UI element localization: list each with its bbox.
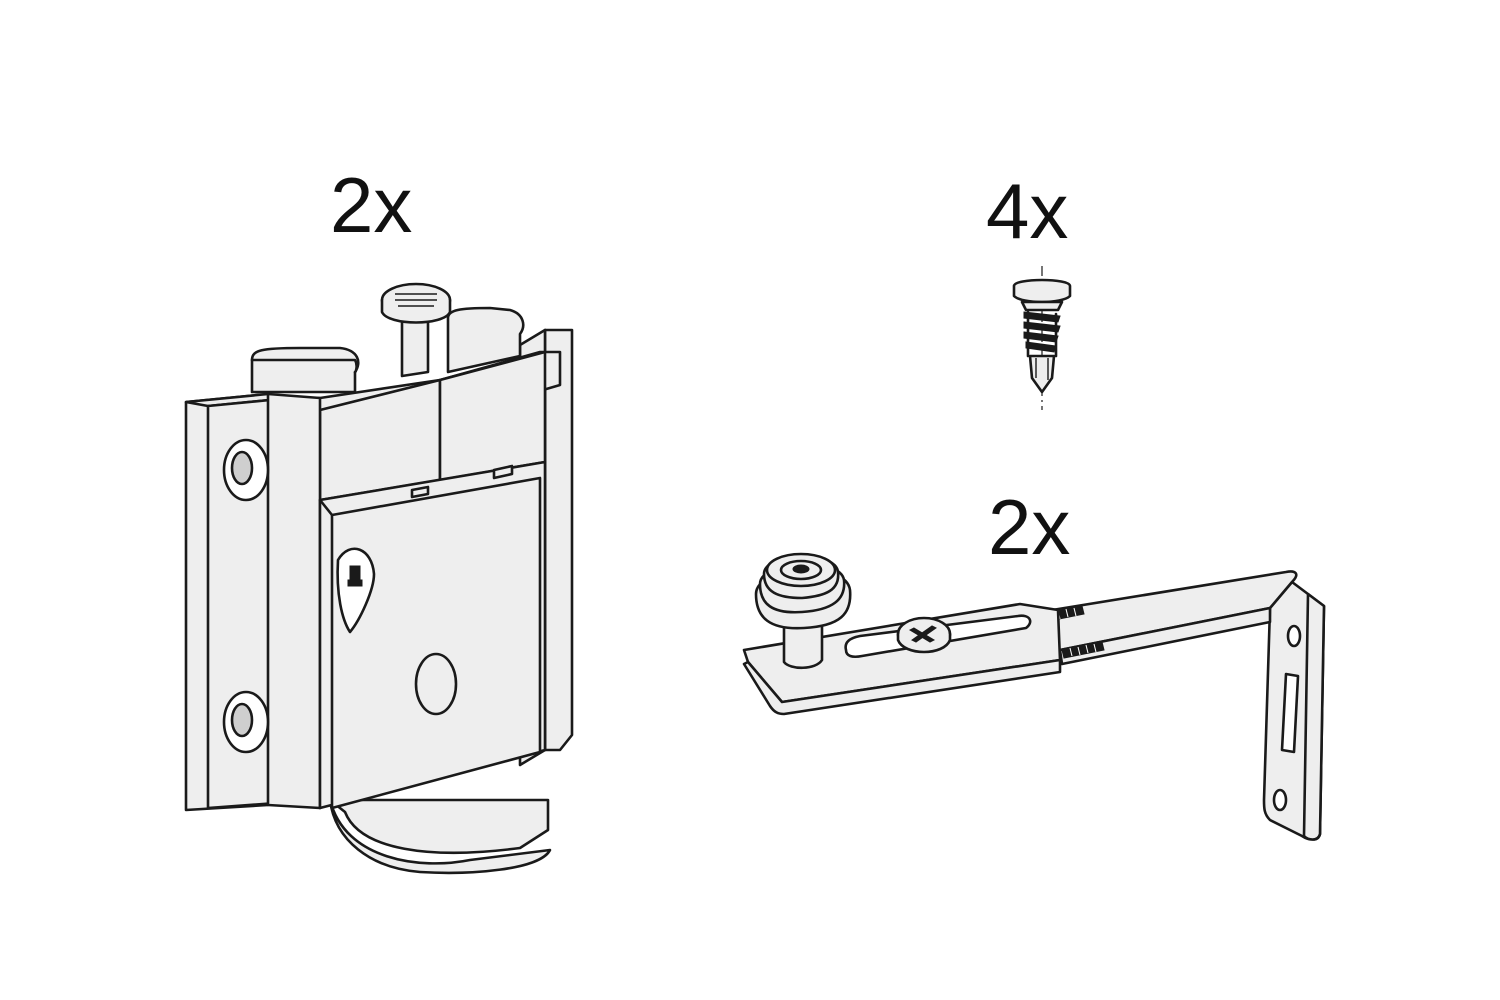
self-drilling-screw-icon xyxy=(1012,266,1072,410)
roller-carriage-icon xyxy=(184,282,574,875)
roller-carriage-quantity: 2x xyxy=(330,161,413,249)
floor-guide-bracket-icon xyxy=(742,552,1326,841)
guide-bracket-quantity: 2x xyxy=(988,483,1071,571)
screw-quantity: 4x xyxy=(986,167,1069,255)
